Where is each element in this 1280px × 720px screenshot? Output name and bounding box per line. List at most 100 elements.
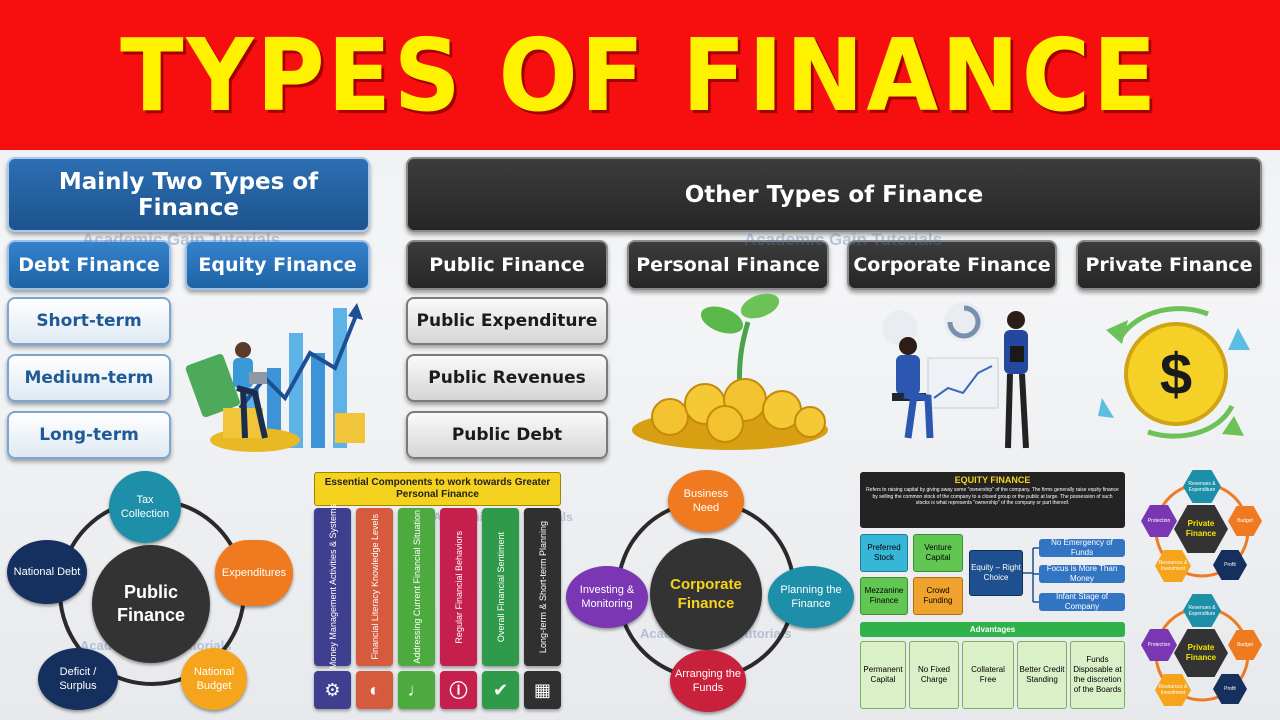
private-bottom-budget-label: Budget [1237, 642, 1253, 648]
equity-type-preferred-label: Preferred Stock [867, 543, 901, 562]
private-top-revenues: Revenues & Expenditure [1183, 470, 1221, 503]
info-icon: ⓘ [440, 671, 477, 709]
advantage-4-label: Better Credit Standing [1019, 665, 1065, 684]
equity-panel-title: EQUITY FINANCE [954, 475, 1031, 485]
person-head [235, 342, 251, 358]
component-bar-5: Overall Financial Sentiment [482, 508, 519, 666]
public-finance-center: Public Finance [92, 545, 210, 663]
advantage-4: Better Credit Standing [1017, 641, 1067, 709]
node-deficit-surplus-label: Deficit / Surplus [59, 665, 97, 692]
equity-type-mezzanine: Mezzanine Finance [860, 577, 908, 615]
private-center-bottom: Private Finance [1174, 629, 1228, 677]
debt-illustration [185, 303, 365, 452]
man-head [899, 337, 917, 355]
public-expenditure-box: Public Expenditure [406, 297, 608, 345]
condition-focus-label: Focus is More Than Money [1046, 564, 1118, 583]
cash-stack [185, 353, 240, 418]
corporate-finance-center: Corporate Finance [650, 538, 762, 650]
condition-no-emergency: No Emergency of Funds [1039, 538, 1125, 557]
cycle-arrowhead-bottom [1222, 416, 1244, 436]
public-debt-label: Public Debt [451, 425, 563, 445]
watermark-left: Academic Gain Tutorials [82, 230, 281, 249]
coin-6 [794, 406, 826, 438]
public-revenues-label: Public Revenues [428, 368, 586, 388]
advantage-2: No Fixed Charge [909, 641, 959, 709]
condition-no-emergency-label: No Emergency of Funds [1051, 538, 1113, 557]
gear-icon: ⚙ [314, 671, 351, 709]
term-short-label: Short-term [36, 311, 142, 331]
component-bar-1: Money Management Activities & Systems [314, 504, 351, 670]
node-national-budget-label: National Budget [193, 665, 235, 692]
advantage-5-label: Funds Disposable at the discretion of th… [1073, 655, 1122, 694]
private-top-profit-label: Profit [1224, 562, 1236, 568]
debt-finance-box: Debt Finance [7, 240, 171, 290]
laptop [249, 372, 267, 384]
connector-lines [1023, 547, 1043, 603]
chart-bar-4 [311, 353, 325, 448]
condition-infant: Infant Stage of Company [1039, 592, 1125, 611]
category-private-finance: Private Finance [1076, 240, 1262, 290]
private-bottom-revenues-label: Revenues & Expenditure [1188, 604, 1216, 617]
node-deficit-surplus: Deficit / Surplus [38, 648, 118, 710]
equity-type-mezzanine-label: Mezzanine Finance [864, 586, 904, 605]
private-top-resources-label: Resources & Investment [1158, 560, 1188, 572]
node-arranging-funds: Arranging the Funds [670, 650, 746, 712]
equity-right-choice-label: Equity – Right Choice [971, 563, 1021, 582]
component-bar-6: Long-term & Short-term Planning [524, 508, 561, 666]
advantages-bar: Advantages [860, 622, 1125, 637]
gauge-icon: ◐ [356, 671, 393, 709]
advantages-label: Advantages [969, 624, 1016, 634]
other-types-header-label: Other Types of Finance [684, 181, 984, 208]
component-bar-4: Regular Financial Behaviors [440, 508, 477, 666]
component-6-label: Long-term & Short-term Planning [537, 520, 548, 654]
private-center-top-label: Private Finance [1185, 519, 1217, 538]
condition-infant-label: Infant Stage of Company [1055, 592, 1109, 611]
private-bottom-protection-label: Protection [1147, 642, 1171, 648]
sprout-leaf-left [700, 306, 744, 334]
equity-finance-label: Equity Finance [198, 254, 357, 276]
node-expenditures-label: Expenditures [221, 566, 287, 579]
category-personal-finance: Personal Finance [627, 240, 829, 290]
component-5-label: Overall Financial Sentiment [495, 531, 506, 643]
personal-finance-header-label: Essential Components to work towards Gre… [324, 477, 551, 500]
woman-legs [1005, 373, 1029, 449]
dollar-cycle-illustration: $ [1098, 306, 1250, 439]
node-national-debt: National Debt [7, 540, 87, 604]
public-expenditure-label: Public Expenditure [416, 311, 598, 331]
node-business-need: Business Need [668, 470, 744, 532]
dollar-sign: $ [1160, 342, 1192, 407]
node-expenditures: Expenditures [215, 540, 293, 606]
tablet [1010, 346, 1024, 362]
equity-type-venture-label: Venture Capital [924, 543, 952, 562]
component-1-label: Money Management Activities & Systems [327, 504, 338, 670]
category-public-label: Public Finance [429, 254, 585, 276]
component-4-label: Regular Financial Behaviors [453, 530, 464, 644]
advantage-2-label: No Fixed Charge [917, 665, 950, 684]
corporate-finance-center-label: Corporate Finance [670, 575, 742, 613]
term-short-box: Short-term [7, 297, 171, 345]
node-national-debt-label: National Debt [13, 565, 81, 578]
cycle-arrow-bottom [1147, 404, 1235, 439]
equity-panel-header: EQUITY FINANCE Refers to raising capital… [860, 472, 1125, 528]
node-arranging-funds-label: Arranging the Funds [674, 667, 742, 694]
title-banner: TYPES OF FINANCE [0, 0, 1280, 150]
private-top-budget-label: Budget [1237, 518, 1253, 524]
equity-panel-description: Refers to raising capital by giving away… [866, 487, 1119, 506]
public-debt-box: Public Debt [406, 411, 608, 459]
private-bottom-profit-label: Profit [1224, 686, 1236, 692]
chart-line [933, 365, 993, 399]
cycle-arrow-top [1117, 306, 1209, 340]
category-public-finance: Public Finance [406, 240, 608, 290]
equity-type-crowd-label: Crowd Funding [923, 586, 953, 605]
man-body [896, 355, 920, 395]
equity-type-crowd: Crowd Funding [913, 577, 963, 615]
equity-right-choice: Equity – Right Choice [969, 550, 1023, 596]
trend-arrow [348, 303, 363, 320]
private-center-bottom-label: Private Finance [1185, 643, 1217, 662]
private-top-revenues-label: Revenues & Expenditure [1188, 480, 1216, 493]
public-revenues-box: Public Revenues [406, 354, 608, 402]
person-legs [236, 385, 268, 439]
ice-shard-right [1228, 328, 1250, 350]
component-3-label: Addressing Current Financial Situation [411, 510, 422, 664]
man-legs [903, 391, 934, 439]
